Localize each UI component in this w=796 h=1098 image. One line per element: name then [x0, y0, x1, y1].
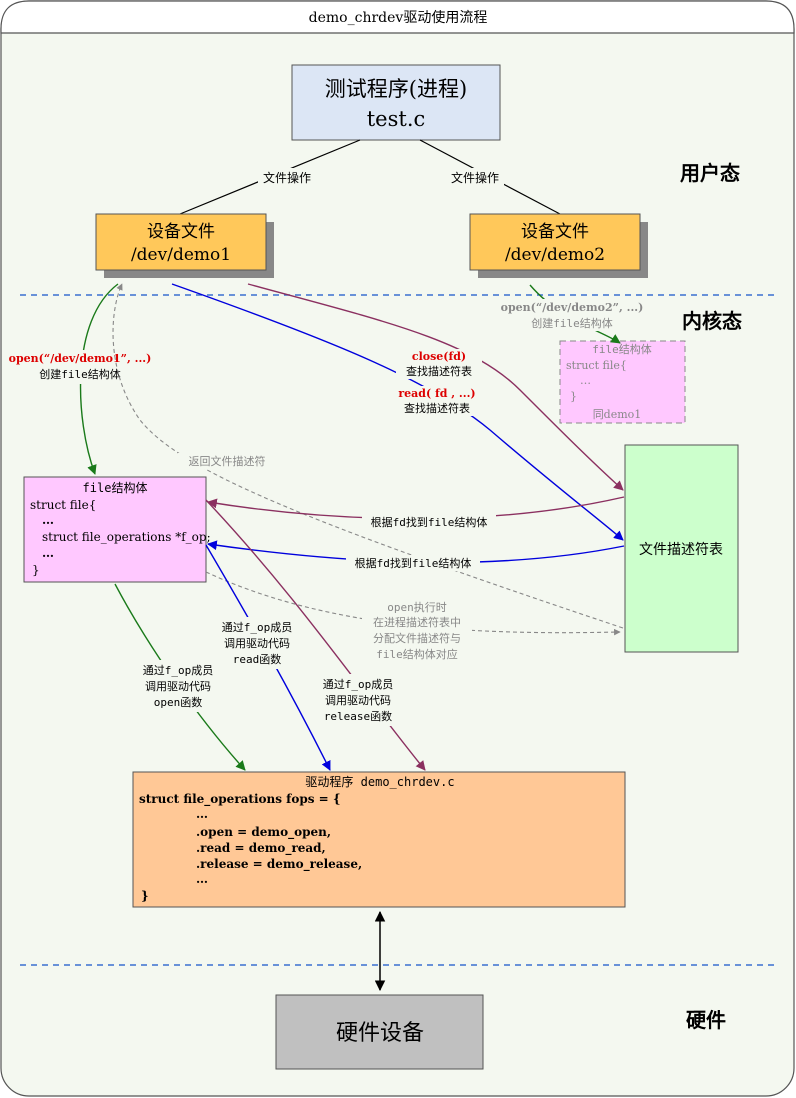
- driver-line-4: .read = demo_read,: [196, 841, 326, 856]
- file-struct-2-line-3: }: [570, 390, 577, 403]
- driver-line-2: …: [196, 807, 208, 821]
- file-struct-title: file结构体: [83, 480, 148, 495]
- file-op-label-2: 文件操作: [451, 170, 499, 185]
- call-read-note-3: read函数: [233, 653, 282, 666]
- open-demo2-note: 创建file结构体: [531, 316, 613, 330]
- file-struct-line-1: struct file{: [30, 498, 96, 512]
- find-file-struct-label-1: 根据fd找到file结构体: [371, 515, 488, 529]
- open-exec-note-2: 在进程描述符表中: [373, 615, 461, 629]
- call-release-note-2: 调用驱动代码: [325, 694, 391, 707]
- zone-label-kernel: 内核态: [682, 309, 742, 333]
- process-box-title: 测试程序(进程): [325, 77, 467, 101]
- hardware-label: 硬件设备: [336, 1021, 424, 1046]
- read-call: read( fd , ...): [398, 387, 475, 400]
- device-file-2: [469, 213, 641, 271]
- call-open-note-1: 通过f_op成员: [143, 664, 214, 677]
- open-demo1-call: open(“/dev/demo1”, ...): [9, 352, 152, 365]
- call-read-note-1: 通过f_op成员: [222, 621, 293, 634]
- call-read-note-2: 调用驱动代码: [224, 637, 290, 650]
- file-struct-box-2: [559, 340, 686, 424]
- open-demo2-call: open(“/dev/demo2”, ...): [501, 301, 644, 314]
- file-struct-2-title: file结构体: [592, 342, 652, 356]
- device-file-1: [95, 213, 267, 271]
- driver-line-1: struct file_operations fops = {: [139, 792, 341, 807]
- find-file-struct-label-2: 根据fd找到file结构体: [355, 556, 472, 570]
- device-file-2-label: 设备文件: [521, 222, 589, 242]
- driver-line-3: .open = demo_open,: [196, 825, 331, 840]
- open-exec-arrow: [205, 571, 621, 636]
- call-open-note-3: open函数: [154, 696, 203, 709]
- open-exec-note-1: open执行时: [387, 600, 447, 614]
- driver-box: [132, 771, 626, 908]
- driver-line-5: .release = demo_release,: [196, 857, 362, 872]
- file-struct-line-5: }: [32, 563, 40, 577]
- read-arrow: [171, 283, 624, 541]
- device-file-2-path: /dev/demo2: [505, 245, 605, 265]
- process-box: [291, 64, 501, 141]
- driver-box-title: 驱动程序 demo_chrdev.c: [305, 774, 454, 789]
- file-struct-2-note: 同demo1: [593, 408, 642, 421]
- call-open-note-2: 调用驱动代码: [145, 680, 211, 693]
- driver-line-6: …: [196, 872, 208, 886]
- call-release-arrow: [205, 499, 426, 771]
- file-struct-2-line-1: struct file{: [566, 359, 627, 372]
- device-file-1-path: /dev/demo1: [131, 245, 231, 265]
- fd-table-box: [624, 444, 739, 653]
- driver-line-7: }: [141, 889, 149, 903]
- return-fd-label: 返回文件描述符: [189, 454, 266, 468]
- open-demo1-note: 创建file结构体: [39, 367, 121, 381]
- close-note: 查找描述符表: [406, 364, 472, 378]
- file-struct-2-line-2: …: [580, 374, 591, 387]
- process-box-file: test.c: [367, 107, 426, 131]
- call-release-note-1: 通过f_op成员: [323, 678, 394, 691]
- file-struct-line-4: …: [42, 546, 54, 560]
- read-note: 查找描述符表: [404, 401, 470, 415]
- close-call: close(fd): [412, 350, 466, 363]
- file-op-label-1: 文件操作: [263, 170, 311, 185]
- zone-label-hardware: 硬件: [686, 1008, 726, 1032]
- file-struct-line-3: struct file_operations *f_op;: [42, 530, 211, 544]
- device-file-1-label: 设备文件: [147, 222, 215, 242]
- fd-table-label: 文件描述符表: [639, 542, 723, 558]
- open-exec-note-4: file结构体对应: [376, 647, 458, 661]
- close-arrow: [247, 283, 624, 491]
- file-struct-line-2: …: [42, 513, 54, 527]
- file-struct-box: [23, 476, 207, 583]
- diagram-title: demo_chrdev驱动使用流程: [309, 9, 488, 26]
- hardware-box: [275, 994, 484, 1070]
- open-exec-note-3: 分配文件描述符与: [373, 631, 461, 645]
- call-release-note-3: release函数: [324, 710, 392, 723]
- zone-label-user: 用户态: [680, 161, 740, 185]
